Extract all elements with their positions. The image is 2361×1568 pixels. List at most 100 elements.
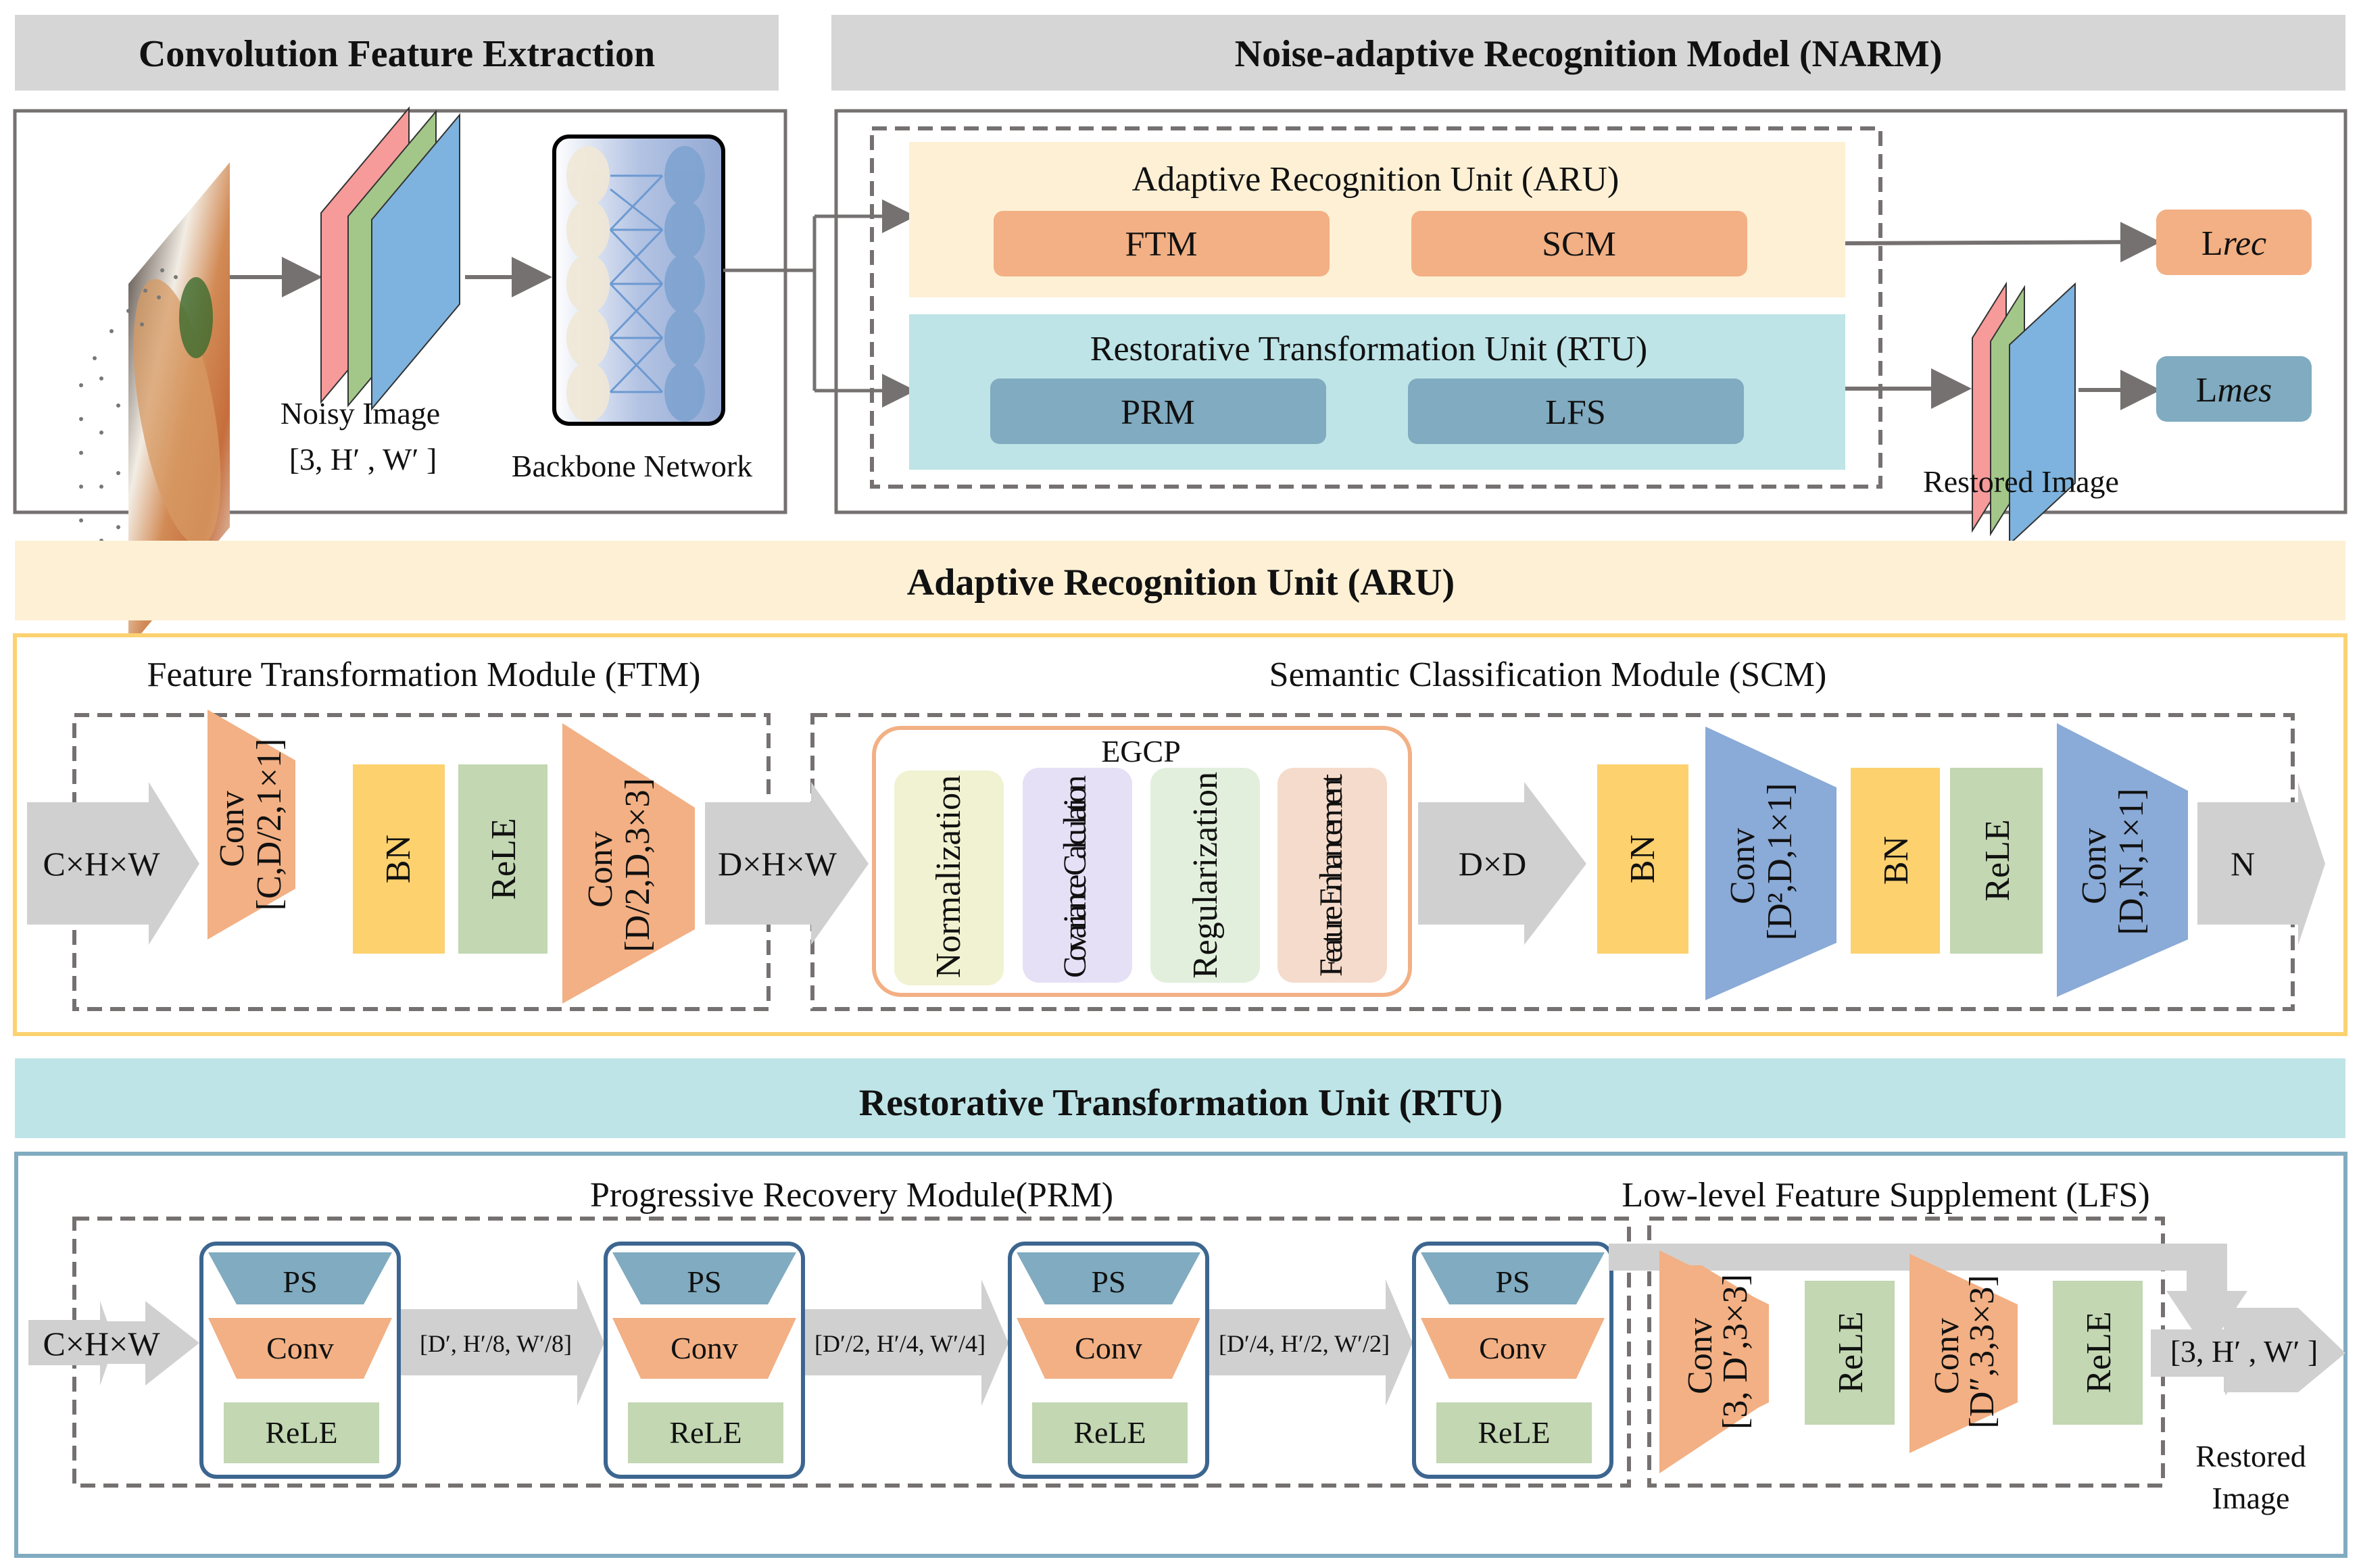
restored-image-label: Restored Image [1923, 464, 2119, 499]
ftm-rele-label: ReLE [485, 818, 523, 900]
egcp-step-enhancement [1277, 768, 1387, 983]
ftm-label: FTM [1125, 225, 1198, 264]
ftm-conv2-shape [562, 723, 695, 1004]
conv-block [1421, 1318, 1605, 1379]
egcp-step-label: Feature Enhancement [1313, 773, 1349, 977]
egcp-box [872, 726, 1412, 997]
lfs-block [1408, 378, 1744, 444]
loss-mes-box [2156, 356, 2312, 422]
aru-detail-section: Adaptive Recognition Unit (ARU) Feature … [13, 541, 2347, 1036]
conv-label: Conv [266, 1331, 334, 1365]
scm-conv1-shape [1705, 727, 1836, 1000]
output-label: N [2231, 845, 2255, 883]
ps-label: PS [1091, 1265, 1125, 1299]
input-photo [128, 162, 230, 649]
ps-label: PS [283, 1265, 317, 1299]
rele-label: ReLE [1478, 1415, 1550, 1450]
scm-bn1 [1597, 764, 1688, 954]
ftm-conv1-label: Conv [C,D/2,1×1] [213, 739, 289, 911]
prm-block [990, 378, 1326, 444]
shape-label: [D′/2, H′/4, W′/4] [814, 1330, 985, 1357]
lfs-skip-arrow [1609, 1244, 2247, 1352]
output-arrow [2197, 782, 2325, 945]
conv-label: Conv [671, 1331, 738, 1365]
egcp-step-regularization [1150, 768, 1260, 983]
ps-block [1017, 1252, 1200, 1304]
rele-block [1032, 1402, 1188, 1463]
aru-band [15, 541, 2345, 620]
dd-arrow [1418, 782, 1586, 945]
scm-block [1411, 211, 1747, 276]
narm-section: Noise-adaptive Recognition Model (NARM) … [723, 15, 2347, 546]
noisy-image-channels [320, 106, 460, 411]
rtu-band [15, 1058, 2345, 1138]
lfs-conv1-shape-full [1659, 1250, 1769, 1456]
narm-title: Noise-adaptive Recognition Model (NARM) [1235, 33, 1943, 75]
backbone-label: Backbone Network [512, 449, 752, 483]
lfs-conv1-label: Conv [3, D′,3×3] [1681, 1274, 1755, 1429]
conv-label: Conv [1479, 1331, 1547, 1365]
input-shape-label: C×H×W [43, 845, 160, 883]
scm-label: SCM [1542, 225, 1616, 264]
prm-title: Progressive Recovery Module(PRM) [590, 1176, 1113, 1215]
rtu-output-label-2: Image [2212, 1481, 2290, 1515]
ps-label: PS [1495, 1265, 1530, 1299]
lfs-rele1-label: ReLE [1832, 1311, 1870, 1393]
arrow-aru-to-lrec [1845, 222, 2161, 263]
scm-conv2-shape [2057, 723, 2188, 997]
scm-bn2-label: BN [1877, 836, 1916, 885]
ps-block [1421, 1252, 1605, 1304]
rtu-band-title: Restorative Transformation Unit (RTU) [859, 1082, 1503, 1124]
rele-label: ReLE [265, 1415, 337, 1450]
egcp-step-label: Normalization [929, 775, 968, 978]
lfs-title: Low-level Feature Supplement (LFS) [1622, 1176, 2149, 1215]
rele-block [628, 1402, 783, 1463]
ftm-conv2-label: Conv [D/2,D,3×3] [581, 778, 657, 952]
egcp-step-covariance [1023, 768, 1132, 983]
aru-band-title: Adaptive Recognition Unit (ARU) [907, 562, 1455, 604]
shape-label: [D′, H′/8, W′/8] [420, 1330, 572, 1357]
loss-mes-label: Lmes [2196, 371, 2272, 410]
input-arrow [27, 782, 199, 945]
ps-block [612, 1252, 796, 1304]
backbone-network [552, 134, 725, 426]
lfs-rele1 [1805, 1281, 1895, 1425]
mid-arrow [705, 782, 869, 945]
ftm-block [994, 211, 1330, 276]
egcp-step-label: Covariance Calculation [1057, 775, 1093, 978]
rtu-unit-title: Restorative Transformation Unit (RTU) [1090, 330, 1647, 368]
ftm-rele [458, 764, 547, 954]
rtu-input-label: C×H×W [43, 1325, 160, 1363]
conv-block [612, 1318, 796, 1379]
rtu-output-label-1: Restored [2195, 1439, 2306, 1473]
restored-image-channels [1972, 281, 2076, 546]
rtu-input-arrow-body [28, 1301, 199, 1386]
narm-header [831, 15, 2345, 91]
noisy-image-shape: [3, H′ , W′ ] [289, 442, 437, 476]
rtu-output-shape: [3, H′ , W′ ] [2170, 1334, 2318, 1369]
prm-label: PRM [1121, 393, 1195, 432]
lfs-rele2-label: ReLE [2080, 1311, 2118, 1393]
scm-conv1-label: Conv [D²,D,1×1] [1724, 783, 1799, 941]
egcp-step-normalization [894, 770, 1004, 985]
loss-rec-label: Lrec [2201, 224, 2266, 263]
ftm-conv1-shape [208, 710, 295, 939]
cfe-header [15, 15, 779, 91]
rele-label: ReLE [669, 1415, 741, 1450]
lfs-rele2 [2053, 1281, 2143, 1425]
mid-shape-label: D×H×W [718, 845, 837, 883]
ftm-title: Feature Transformation Module (FTM) [147, 656, 701, 694]
shape-arrow [1209, 1279, 1413, 1406]
conv-block [1017, 1318, 1200, 1379]
lfs-conv2-label: Conv [D″,3,3×3] [1928, 1275, 2001, 1428]
conv-block [208, 1318, 392, 1379]
conv-label: Conv [1075, 1331, 1142, 1365]
scm-title: Semantic Classification Module (SCM) [1269, 656, 1827, 694]
rele-label: ReLE [1073, 1415, 1146, 1450]
ftm-bn [353, 764, 445, 954]
